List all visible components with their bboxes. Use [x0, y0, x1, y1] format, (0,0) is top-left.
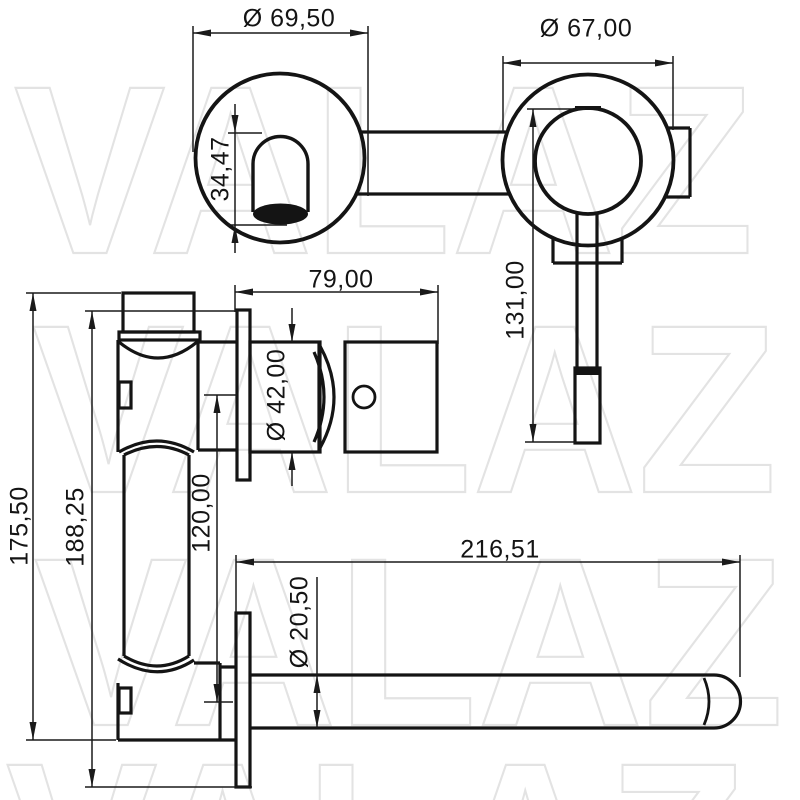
spout-side [250, 673, 743, 730]
front-view-handle-escutcheon [500, 72, 692, 445]
front-view-connecting-body [356, 130, 510, 196]
dim-label-handle-diameter: Ø 42,00 [262, 348, 291, 442]
dim-42-00 [288, 308, 296, 486]
dim-79-00 [234, 285, 439, 344]
cartridge-flange [117, 330, 202, 342]
dim-label-body-height: 175,50 [5, 486, 34, 566]
handle-grip-side [343, 340, 439, 454]
spout-outlet-opening [253, 203, 308, 225]
dim-label-handle-escutcheon-diameter: Ø 67,00 [539, 14, 633, 43]
spout-tip-edge [702, 677, 711, 726]
dim-label-spout-length: 216,51 [460, 535, 540, 564]
front-view-spout-escutcheon [193, 71, 367, 245]
dim-20-50 [313, 577, 321, 728]
dim-131-00 [525, 108, 585, 443]
dim-120-00 [204, 394, 237, 703]
spout-outlet-dome [251, 134, 310, 212]
dim-label-spout-escutcheon-diameter: Ø 69,50 [242, 4, 336, 33]
body-tube [117, 439, 195, 674]
dim-34-47 [228, 104, 287, 253]
valve-body-behind [551, 238, 624, 265]
dim-label-spout-diameter: Ø 20,50 [285, 575, 314, 669]
dim-label-handle-module-length: 79,00 [308, 265, 374, 294]
dim-69-50 [192, 26, 369, 196]
dim-216-51 [235, 555, 741, 677]
set-screw-hole [351, 384, 377, 410]
lower-block-tab [117, 686, 133, 715]
watermark-row-3: VALAZ [34, 508, 784, 776]
dim-label-outlet-height: 34,47 [206, 136, 235, 202]
dim-label-lever-length: 131,00 [501, 260, 530, 340]
upper-valve-block [116, 340, 237, 452]
front-view [193, 71, 692, 445]
dim-188-25 [85, 310, 252, 788]
dim-67-00 [502, 56, 674, 133]
dim-175-50 [26, 292, 121, 741]
handle-side-tab [664, 126, 692, 199]
dim-label-axis-distance: 120,00 [187, 473, 216, 553]
watermark-row-2: VALAZ [32, 275, 777, 543]
watermark-row-1: VALAZ [14, 36, 754, 304]
upper-block-tab [117, 380, 133, 410]
side-view [116, 291, 743, 789]
handle-module-side [248, 340, 439, 454]
dimension-annotations [26, 26, 741, 788]
valaz-watermark: VALAZ VALAZ VALAZ VALAZ [5, 35, 785, 800]
handle-lever [573, 213, 602, 445]
dim-label-total-height: 188,25 [61, 487, 90, 567]
